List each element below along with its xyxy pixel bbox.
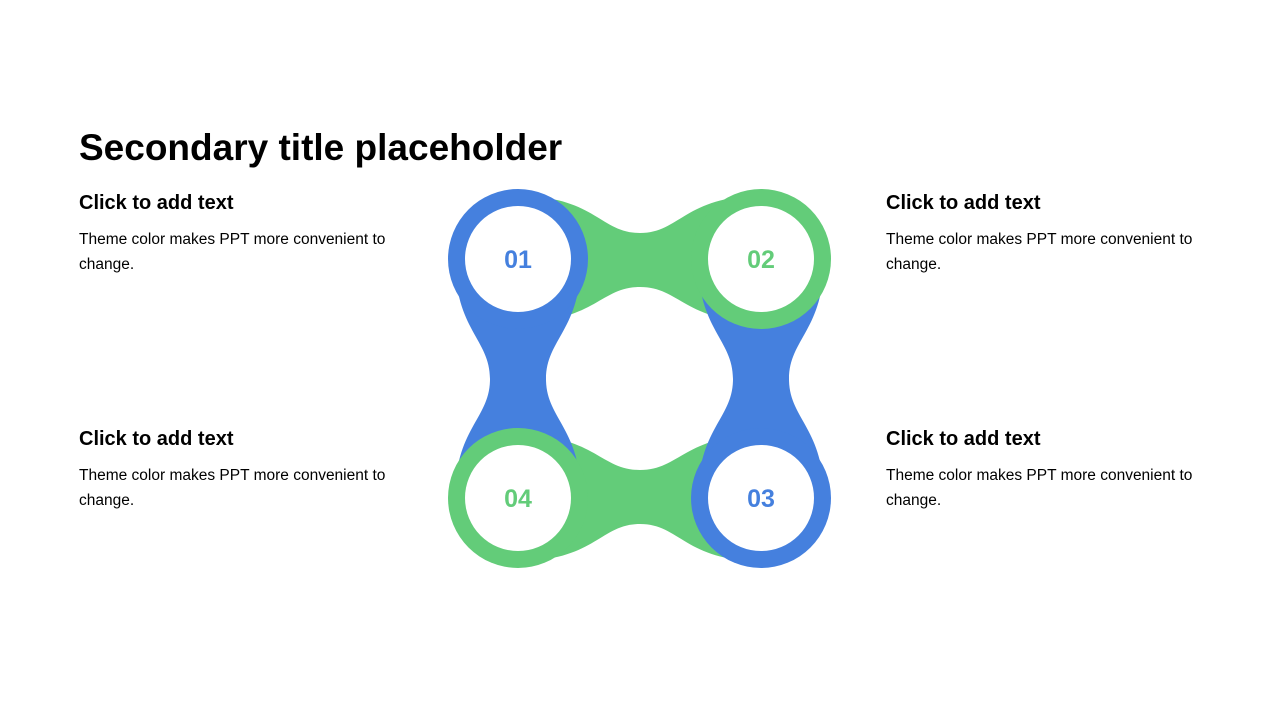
block-heading[interactable]: Click to add text [886, 192, 1041, 214]
step-number-01: 01 [504, 246, 532, 274]
page-title[interactable]: Secondary title placeholder [79, 127, 563, 168]
ring-inner-04 [465, 445, 571, 551]
block-body[interactable]: Theme color makes PPT more convenient to… [79, 231, 386, 273]
block-heading[interactable]: Click to add text [886, 428, 1041, 450]
ring-02 [691, 189, 831, 329]
text-block-02[interactable]: Click to add text Theme color makes PPT … [886, 191, 1206, 277]
text-block-04[interactable]: Click to add text Theme color makes PPT … [79, 427, 399, 513]
block-body[interactable]: Theme color makes PPT more convenient to… [886, 467, 1193, 509]
block-heading[interactable]: Click to add text [79, 192, 234, 214]
band-left [455, 259, 581, 498]
ring-01 [448, 189, 588, 329]
block-body[interactable]: Theme color makes PPT more convenient to… [79, 467, 386, 509]
band-top [518, 196, 761, 322]
ring-inner-02 [708, 206, 814, 312]
step-number-04: 04 [504, 485, 532, 513]
ring-inner-01 [465, 206, 571, 312]
text-block-01[interactable]: Click to add text Theme color makes PPT … [79, 191, 399, 277]
band-right [698, 259, 824, 498]
band-bottom [518, 435, 761, 561]
ring-03 [691, 428, 831, 568]
text-block-03[interactable]: Click to add text Theme color makes PPT … [886, 427, 1206, 513]
ring-inner-03 [708, 445, 814, 551]
block-heading[interactable]: Click to add text [79, 428, 234, 450]
block-body[interactable]: Theme color makes PPT more convenient to… [886, 231, 1193, 273]
step-number-02: 02 [747, 246, 775, 274]
ring-04 [448, 428, 588, 568]
step-number-03: 03 [747, 485, 775, 513]
